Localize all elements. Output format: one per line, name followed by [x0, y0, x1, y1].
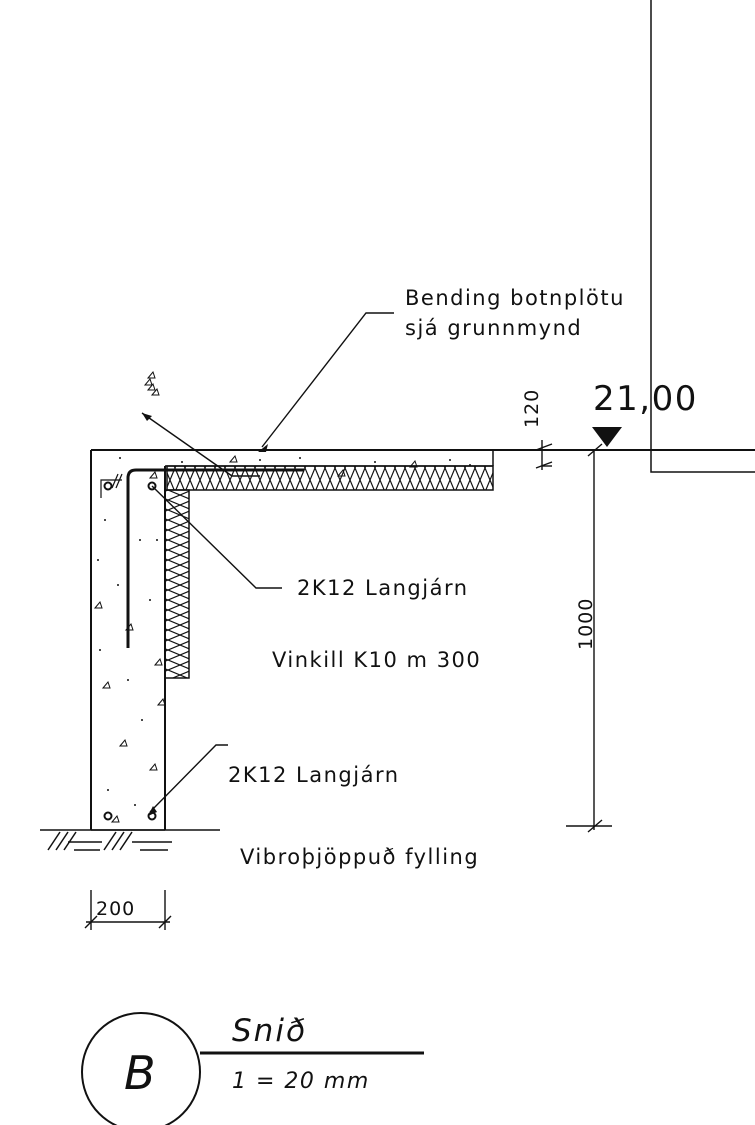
building-outline	[650, 0, 755, 473]
dim-slab-thickness	[535, 440, 553, 470]
section-scale: 1 = 20 mm	[232, 1069, 370, 1094]
dim-wall-height-text: 1000	[575, 598, 597, 650]
leader-lines	[141, 312, 394, 813]
section-marker-letter: B	[124, 1046, 156, 1100]
elevation-value: 21,00	[593, 379, 698, 419]
label-rebar-bottom: 2K12 Langjárn	[228, 763, 400, 787]
dim-slab-thickness-text: 120	[521, 389, 543, 428]
label-slab-bending-1: Bending botnplötu	[405, 286, 625, 310]
concrete-dots	[97, 457, 471, 806]
dim-wall-width-text: 200	[96, 898, 135, 920]
dim-wall-width	[84, 890, 172, 930]
label-rebar-top: 2K12 Langjárn	[297, 576, 469, 600]
splice-mark	[100, 473, 123, 498]
label-fill: Vibroþjöppuð fylling	[240, 845, 479, 869]
label-angle-bar: Vinkill K10 m 300	[272, 648, 481, 672]
concrete-section	[90, 449, 755, 831]
section-title: Snið	[232, 1013, 307, 1049]
rebar-sections	[103, 481, 157, 821]
section-marker-circle	[81, 1012, 201, 1125]
arrowheads	[142, 413, 268, 816]
angle-bar	[126, 468, 304, 648]
wall-insulation	[164, 489, 190, 679]
rebar-dot	[103, 481, 113, 491]
label-slab-bending-2: sjá grunnmynd	[405, 316, 582, 340]
ground-hatch	[40, 829, 220, 851]
rebar-dot	[103, 811, 113, 821]
elevation-triangle	[592, 427, 622, 447]
dim-wall-height	[566, 443, 612, 833]
